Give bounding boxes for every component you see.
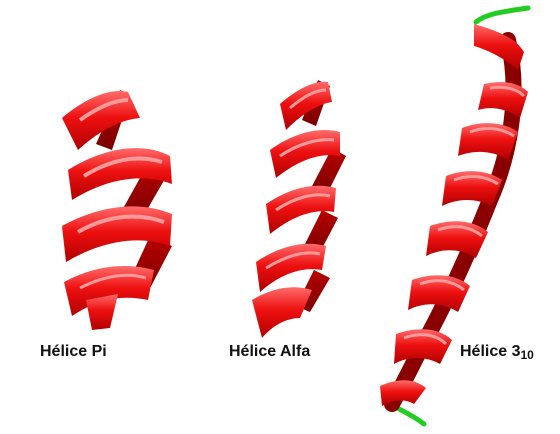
three-ten-helix	[380, 8, 528, 424]
alfa-helix-label: Hélice Alfa	[229, 343, 310, 361]
alfa-helix	[252, 80, 346, 338]
pi-helix-label: Hélice Pi	[40, 343, 107, 361]
pi-helix	[62, 90, 172, 330]
three-ten-label-subscript: 10	[520, 348, 533, 362]
three-ten-label-main: Hélice 3	[460, 343, 520, 360]
three-ten-helix-label: Hélice 310	[460, 343, 534, 361]
